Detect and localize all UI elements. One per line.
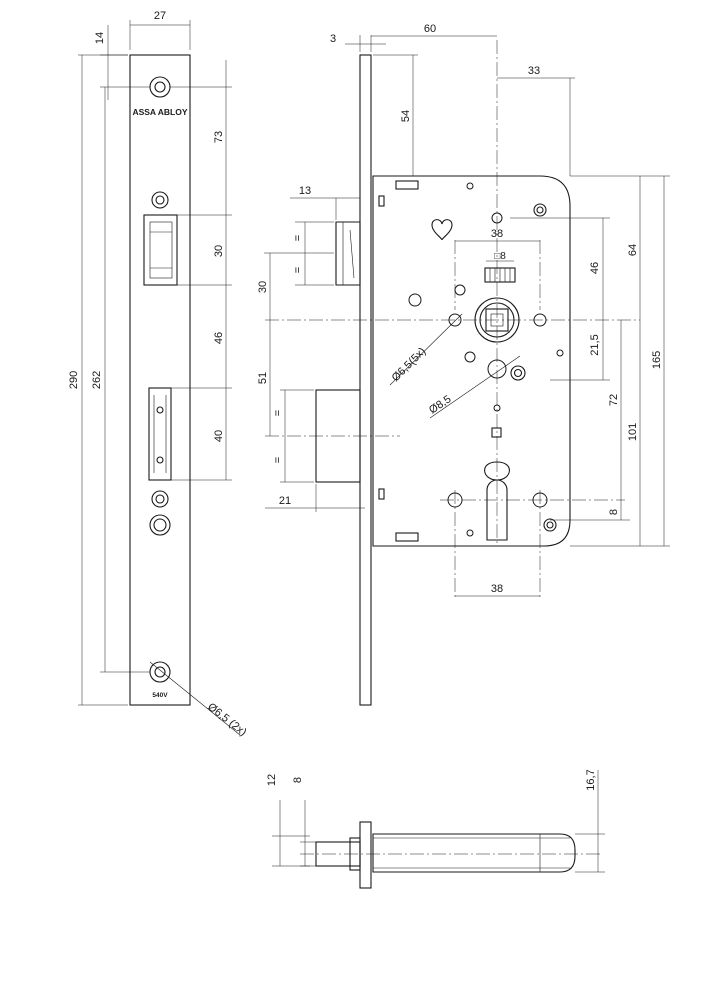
dim-plate-width: 27 [154,10,166,22]
dim-hole-spacing: 262 [91,371,103,389]
dim-spindle-to-cylinder: 72 [608,394,620,406]
latch-bolt [335,221,361,286]
front-plate-bottom-hole [149,661,171,683]
front-plate-screw-upper [151,191,169,209]
dim-latch-height: 30 [213,245,225,257]
bolt-eq-bottom: = [272,457,284,463]
deadbolt-pin-lower [156,456,164,464]
bolt-eq-top: = [272,410,284,416]
front-plate-outline [129,54,191,706]
dim-spindle-from-plate: 60 [424,23,436,35]
hole-small-label: Ø8,5 [427,393,453,416]
side-view-forend-plate [359,54,372,706]
dim-spindle-to-back: 33 [528,65,540,77]
front-plate-top-hole-inner [154,81,166,93]
dim-bolt-projection: 21 [279,495,291,507]
front-plate-hole-label: Ø6,5 (2x) [205,701,249,739]
dim-hole-to-latch: 73 [213,131,225,143]
dim-bottom-plate-width: 12 [266,774,278,786]
front-plate-top-hole [149,76,171,98]
dim-plate-to-case-top: 54 [400,110,412,122]
dim-bottom-hole-offset: 8 [608,509,620,515]
latch-opening [143,214,178,286]
dim-spindle-to-bolt: 51 [257,372,269,384]
dim-total-length: 290 [68,371,80,389]
dim-spindle-to-hole: 21,5 [589,334,601,355]
front-plate-bottom-hole-inner [154,666,166,678]
latch-eq-top: = [292,235,304,241]
bottom-view: 12 8 16,7 [266,769,605,889]
holes-label: Ø6,5(5x) [390,345,429,384]
front-plate-screw-upper-inner [155,195,165,205]
dim-latch-projection: 13 [299,185,311,197]
case-heart-opening [431,219,453,241]
deadbolt-opening [148,387,172,481]
dim-hole-spacing-lower: 38 [491,583,503,595]
front-plate-screw-lower [151,490,169,508]
front-plate-round-pin [149,514,171,536]
dim-hole-spacing-upper: 38 [491,228,503,240]
dim-plate-thickness: 3 [330,33,336,45]
front-plate-screw-lower-inner [155,494,165,504]
dim-upper-hole-from-top: 64 [627,244,639,256]
side-view: 3 60 33 54 13 = = 30 51 = = [257,23,670,706]
dim-bolt-height: 40 [213,430,225,442]
dim-top-to-hole: 14 [94,32,106,44]
deadbolt-pin-upper [156,406,164,414]
front-plate-round-pin-inner [153,518,167,532]
dim-latch-to-bolt: 46 [213,332,225,344]
logo-text: ASSA ABLOY [132,107,187,117]
dim-latch-to-spindle: 30 [257,281,269,293]
bottom-view-plate [359,821,372,889]
dim-spindle-to-bottom-hole: 101 [627,423,639,441]
front-plate-view: ASSA ABLOY 540V 27 14 [68,10,249,739]
dim-upper-hole-to-spindle: 46 [589,262,601,274]
model-mark: 540V [152,692,168,699]
bottom-view-case [372,833,576,873]
dim-case-height: 165 [651,351,663,369]
latch-eq-bottom: = [292,267,304,273]
latch-bolt-face [149,221,173,279]
square-label: □8 [494,251,506,262]
dim-bottom-case-thickness: 16,7 [585,769,597,790]
dim-bottom-latch-width: 8 [292,777,304,783]
